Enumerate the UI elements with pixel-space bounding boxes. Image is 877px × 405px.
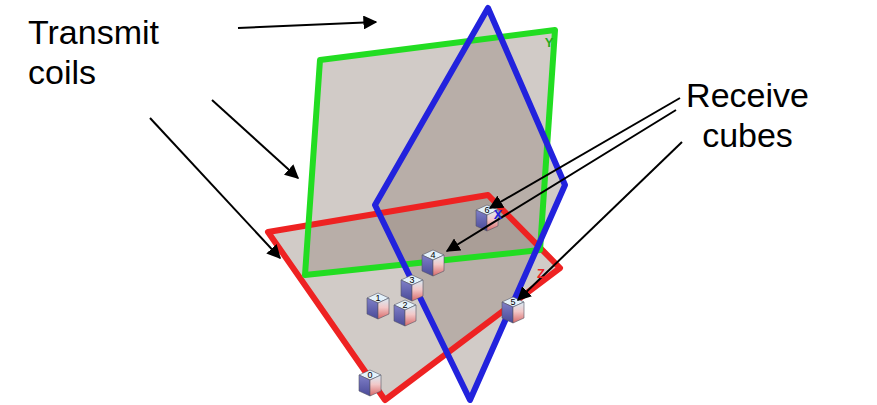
cube-number: 4 (430, 250, 435, 260)
leader-arrows (150, 22, 682, 300)
x-coil (375, 8, 565, 400)
leader-arrow (150, 118, 280, 258)
coil-axis-label: X (494, 207, 503, 222)
receive-cube (401, 275, 423, 301)
coil-axis-label: Y (545, 35, 554, 50)
leader-arrow (212, 100, 298, 178)
receive-cube (394, 300, 416, 326)
leader-arrow (238, 22, 376, 28)
cube-number: 1 (375, 293, 380, 303)
y-coil (305, 30, 555, 275)
receive-cubes (359, 205, 524, 396)
receive-cube (502, 297, 524, 323)
cube-number: 3 (409, 275, 414, 285)
callout-label: Receive cubes (660, 75, 835, 155)
receive-cube (422, 250, 444, 276)
coil-axis-label: Z (537, 266, 545, 281)
x-coil-plane (375, 8, 565, 400)
cube-number: 0 (367, 370, 372, 380)
leader-arrow (518, 142, 682, 300)
callout-label: Transmit coils (28, 12, 203, 92)
cube-number: 2 (402, 300, 407, 310)
receive-cube (367, 293, 389, 319)
receive-cube (359, 370, 381, 396)
leader-arrow (490, 98, 680, 208)
cube-number: 6 (484, 205, 489, 215)
cube-number: 5 (510, 297, 515, 307)
